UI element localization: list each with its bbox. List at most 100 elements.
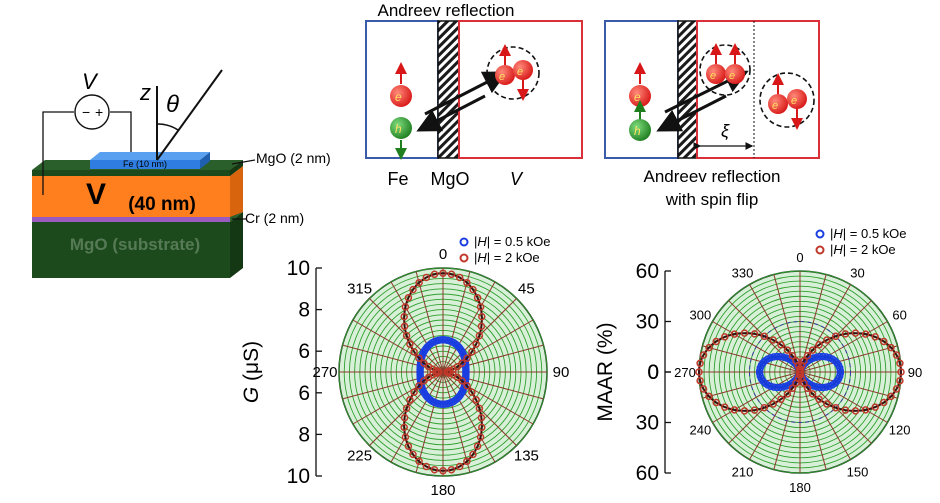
radial-tick-label: 30 [636, 412, 659, 435]
data-point [831, 356, 839, 365]
radial-tick-label: 0 [647, 361, 659, 384]
angle-tick-label: 0 [796, 250, 803, 265]
legend-label-2koe-right: |H| = 2 kOe [830, 242, 896, 257]
data-point [788, 351, 797, 360]
data-point [815, 395, 823, 403]
data-point [880, 337, 888, 346]
radial-tick-label: 60 [636, 462, 659, 485]
svg-text:h: h [395, 122, 402, 136]
mgo-top-label: MgO (2 nm) [256, 150, 331, 166]
data-point [831, 332, 840, 341]
svg-text:e: e [499, 71, 505, 83]
data-point [468, 388, 476, 396]
polar-spoke [702, 371, 801, 399]
radial-tick-label: 30 [636, 311, 659, 334]
polar-spoke [799, 371, 888, 423]
radial-tick-label: 0 [647, 361, 659, 384]
spin-flip-caption-line2: with spin flip [665, 190, 759, 209]
angle-tick-label: 270 [674, 365, 696, 380]
angle-tick-label: 120 [889, 423, 911, 438]
radial-tick-label: 60 [636, 260, 659, 283]
data-point [808, 346, 817, 354]
data-point [420, 377, 428, 385]
data-point [803, 384, 812, 393]
data-point [712, 337, 720, 346]
data-point [420, 359, 428, 367]
electron-icon [390, 85, 412, 107]
polar-spoke [390, 281, 444, 373]
legend-label-05koe-right: |H| = 0.5 kOe [830, 226, 907, 241]
data-point [759, 359, 767, 367]
data-point [783, 390, 792, 398]
data-point [892, 351, 901, 359]
data-point [851, 329, 860, 337]
data-point [815, 341, 823, 349]
data-point [472, 340, 480, 348]
data-point [473, 442, 482, 450]
legend-marker-2koe [459, 253, 469, 263]
circuit-wire-left [42, 111, 74, 195]
data-point [463, 278, 471, 287]
maar-axis-label: MAAR (%) [594, 322, 617, 421]
data-point [841, 330, 850, 338]
angle-tick-label: 315 [347, 281, 372, 298]
andreev-title: Andreev reflection [377, 1, 514, 20]
legend-label-05koe: |H| = 0.5 kOe [474, 234, 551, 249]
data-point [458, 359, 466, 367]
voltmeter-icon [74, 94, 110, 130]
legend-label-2koe: |H| = 2 kOe [474, 250, 540, 265]
data-point [453, 373, 462, 381]
data-point [400, 413, 409, 422]
polar-spoke [390, 371, 444, 463]
data-point [887, 343, 895, 352]
data-point [422, 462, 431, 471]
angle-tick-label: 240 [690, 423, 712, 438]
svg-text:h: h [634, 124, 641, 138]
fe-layer-label: Fe (10 nm) [123, 159, 167, 169]
cooper-electron-up-icon [495, 65, 515, 85]
substrate-block [32, 222, 230, 278]
legend-marker-2koe-right [815, 245, 825, 255]
data-point [769, 336, 777, 344]
vanadium-thickness-label: (40 nm) [128, 194, 196, 215]
data-point [477, 322, 486, 331]
data-point [404, 294, 413, 302]
svg-text:−: − [82, 104, 90, 120]
data-point [896, 376, 904, 385]
polar-spoke [415, 371, 444, 473]
polar-reference-ring [749, 321, 851, 423]
data-point [439, 269, 447, 277]
data-point [750, 406, 759, 414]
data-point [783, 346, 792, 354]
angle-tick-label: 300 [690, 308, 712, 323]
data-point [831, 403, 840, 412]
data-point [777, 341, 785, 349]
data-point [415, 354, 423, 362]
data-point [696, 376, 704, 385]
data-point [696, 359, 704, 368]
data-point [705, 343, 713, 352]
radial-tick-label: 10 [287, 257, 310, 280]
vanadium-side-face [230, 166, 243, 217]
data-point [823, 400, 831, 408]
conductance-axis-label: G (μS) [240, 341, 263, 403]
data-point [769, 400, 777, 408]
maar-polar-chart: 0306090120150180210240270300330606030300… [636, 250, 923, 495]
angle-tick-label: 135 [514, 447, 539, 464]
incident-arrow-right [664, 70, 749, 114]
reflected-arrow-right [656, 94, 727, 132]
data-point [406, 396, 414, 404]
data-point [841, 406, 850, 414]
polar-spoke [712, 371, 801, 423]
data-point [730, 330, 739, 338]
substrate-label: MgO (substrate) [70, 235, 200, 254]
vanadium-layer [32, 176, 230, 217]
cooper-electron-down-icon [513, 60, 533, 80]
angle-arc [156, 123, 179, 131]
v-region-box [458, 20, 583, 159]
data-point [833, 377, 841, 385]
data-point [880, 398, 888, 407]
data-point [800, 357, 808, 365]
angle-tick-label: 0 [439, 246, 447, 263]
